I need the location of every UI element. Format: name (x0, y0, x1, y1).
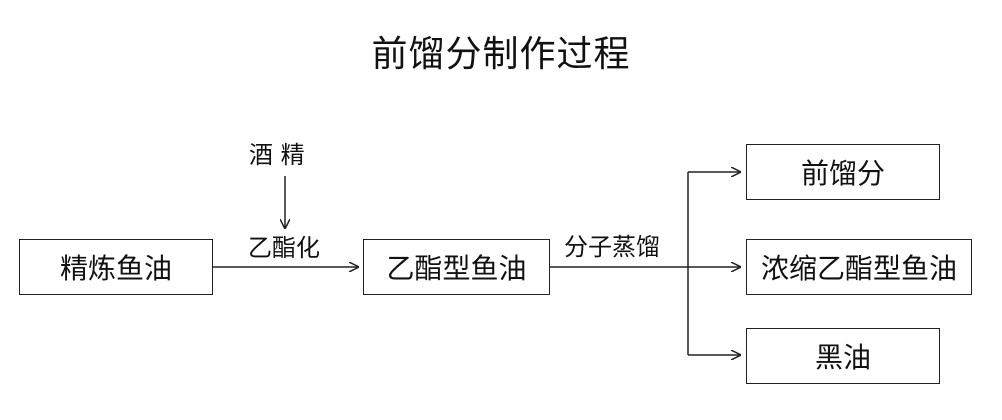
label-alcohol: 酒 精 (249, 141, 305, 169)
node-refined-fish-oil: 精炼鱼油 (19, 239, 213, 295)
node-concentrated-ethyl-ester-fish-oil: 浓缩乙酯型鱼油 (746, 239, 972, 295)
node-black-oil: 黑油 (746, 328, 940, 384)
node-ethyl-ester-fish-oil: 乙酯型鱼油 (363, 239, 550, 295)
node-first-fraction: 前馏分 (746, 144, 940, 200)
diagram-title: 前馏分制作过程 (371, 34, 631, 75)
label-molecular-distillation: 分子蒸馏 (564, 233, 660, 261)
label-esterification: 乙酯化 (248, 234, 320, 262)
